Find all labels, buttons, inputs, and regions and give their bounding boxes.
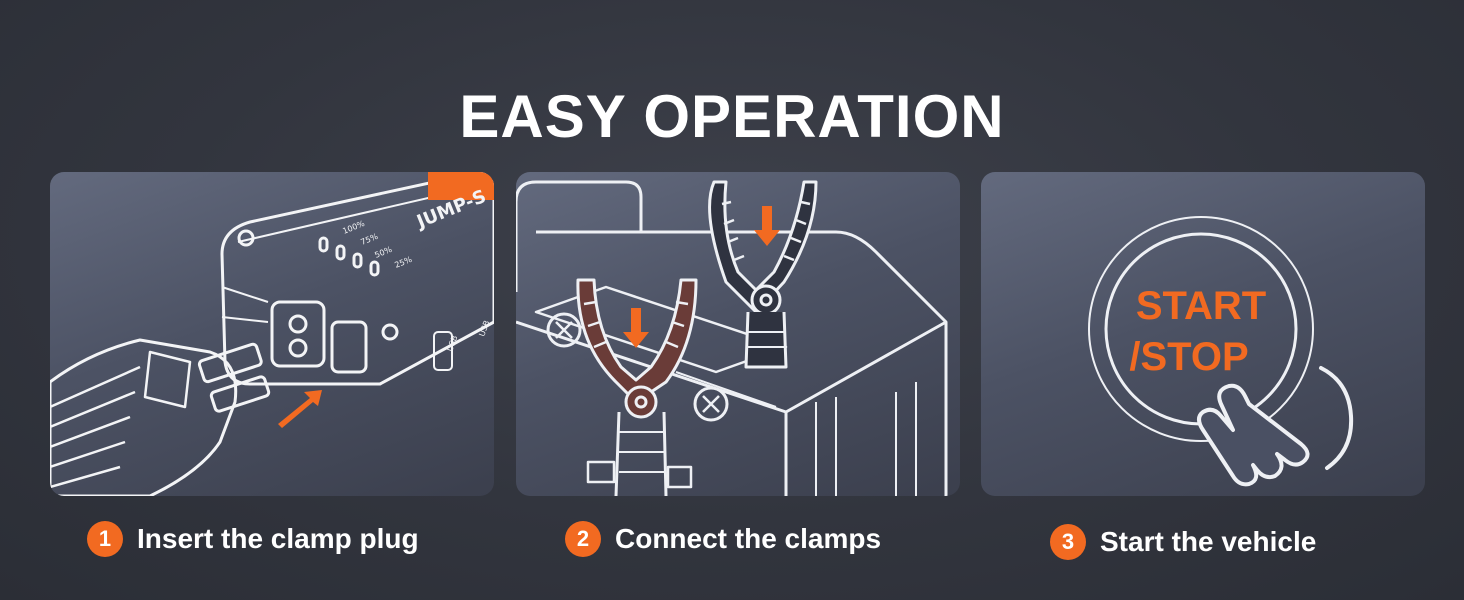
start-stop-button-icon: START /STOP xyxy=(1088,216,1354,487)
jump-starter-plug-icon: 100% 75% 50% 25% JUMP-S USB USB xyxy=(50,172,494,496)
panel-insert-plug: 100% 75% 50% 25% JUMP-S USB USB xyxy=(50,172,494,496)
down-arrow-icon xyxy=(754,206,780,246)
battery-level-25: 25% xyxy=(393,255,413,270)
step-label: Start the vehicle xyxy=(1100,526,1317,557)
panel-start-vehicle: START /STOP xyxy=(981,172,1425,496)
step-label: Insert the clamp plug xyxy=(137,523,419,554)
start-label: START xyxy=(1136,284,1266,328)
step-1: 1 Insert the clamp plug xyxy=(87,519,419,559)
stop-label: /STOP xyxy=(1129,335,1248,379)
down-arrow-icon xyxy=(623,308,649,348)
insert-arrow-icon xyxy=(278,390,322,428)
step-label: Connect the clamps xyxy=(615,523,882,554)
step-number-badge: 3 xyxy=(1050,524,1086,560)
usb-port-label: USB xyxy=(477,319,491,338)
step-2: 2 Connect the clamps xyxy=(565,519,881,559)
panel-connect-clamps xyxy=(516,172,960,496)
battery-level-50: 50% xyxy=(373,245,393,260)
page-title: EASY OPERATION xyxy=(459,83,1005,150)
step-3: 3 Start the vehicle xyxy=(1050,522,1316,562)
battery-clamps-icon xyxy=(516,180,948,496)
battery-level-75: 75% xyxy=(359,232,379,247)
step-number-badge: 1 xyxy=(87,521,123,557)
hand-pointer-icon xyxy=(1197,383,1310,487)
step-number-badge: 2 xyxy=(565,521,601,557)
battery-level-100: 100% xyxy=(341,219,366,236)
